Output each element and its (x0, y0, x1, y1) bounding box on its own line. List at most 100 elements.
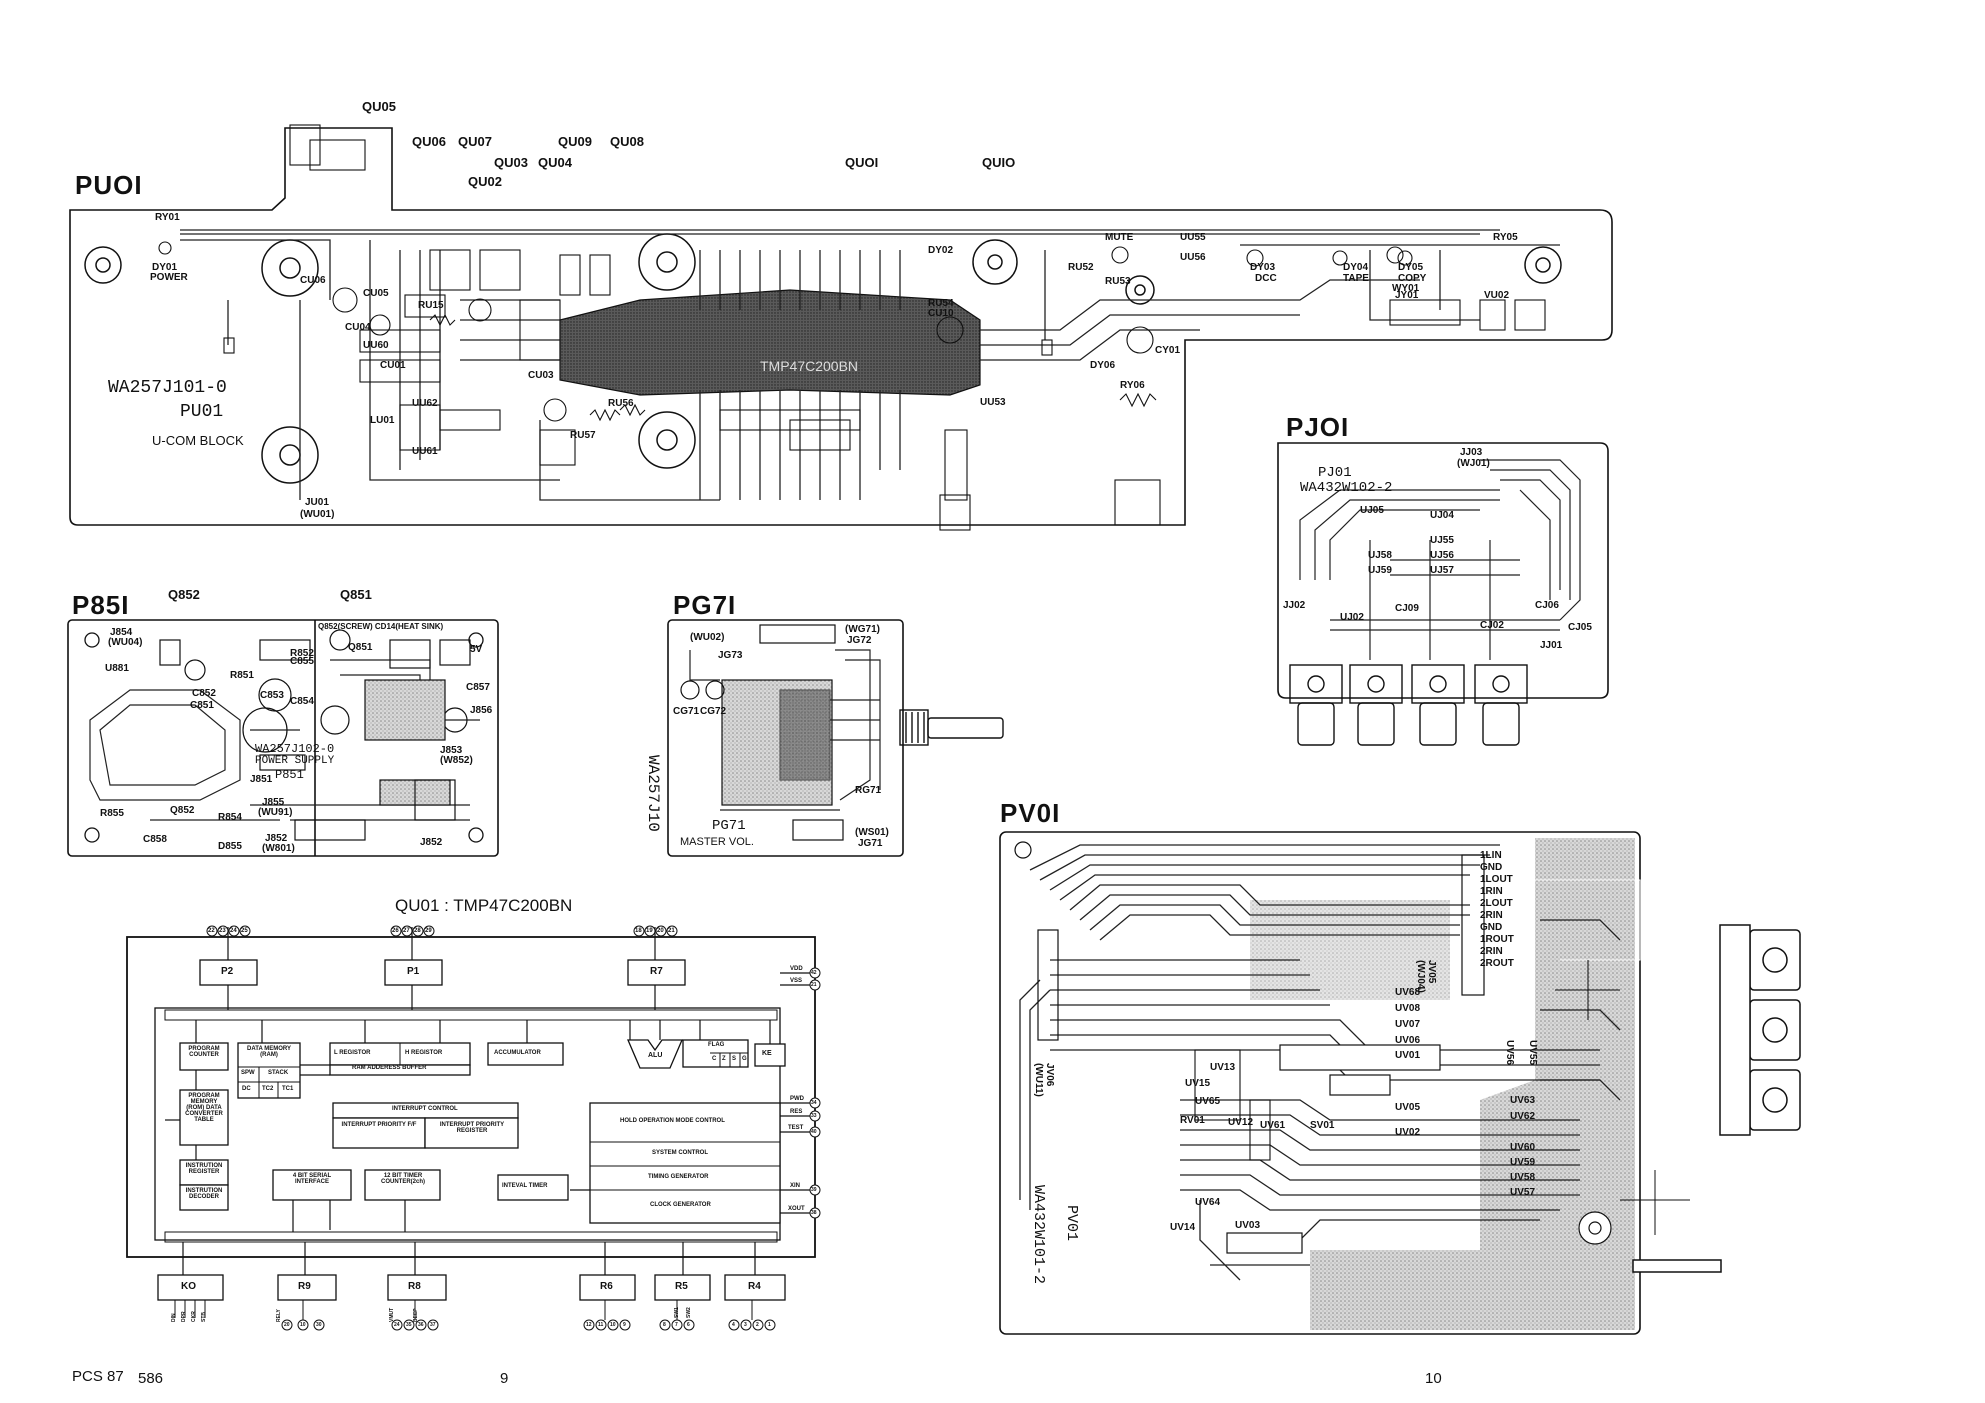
part-label: UJ04 (1430, 510, 1454, 521)
pu01-board (69, 127, 1613, 526)
right-pin: PWD (790, 1096, 804, 1102)
block-stack: STACK (268, 1070, 289, 1076)
part-label: C857 (466, 682, 490, 693)
pin-name: VMUT (389, 1307, 395, 1322)
part-label: UV06 (1395, 1035, 1421, 1046)
pj01-title: PJOI (1286, 412, 1350, 442)
part-label: UJ56 (1430, 550, 1454, 561)
part-label: RU53 (1105, 276, 1131, 287)
block-alu: ALU (648, 1052, 663, 1059)
pj01-board (1277, 442, 1609, 699)
pin-number: 27 (403, 928, 410, 934)
p851-holes (84, 632, 484, 843)
part-label: UV12 (1228, 1117, 1254, 1128)
pj01-rca-jacks (1289, 664, 1528, 746)
block-instruction-decoder: INSTRUTION DECODER (185, 1188, 223, 1200)
pin-number: 24 (394, 1322, 400, 1328)
pin-name: DPR (181, 1311, 187, 1322)
part-label: DY01 (152, 262, 178, 273)
part-label: JV06 (1044, 1063, 1055, 1087)
transistor-label: QU05 (362, 99, 396, 114)
part-label: DY06 (1090, 360, 1116, 371)
pg71-potentiometer-shaft (899, 709, 1004, 746)
part-label: C851 (190, 700, 214, 711)
pg71-traces (689, 649, 881, 811)
pv01-part-number: WA432W101-2 (1030, 1185, 1047, 1285)
block-clock-generator: CLOCK GENERATOR (650, 1202, 711, 1208)
part-label: UU60 (363, 340, 389, 351)
part-label: VU02 (1484, 290, 1510, 301)
part-label: UV55 (1527, 1040, 1538, 1066)
pin-label: GND (1480, 922, 1503, 933)
flag-bit: C (712, 1056, 717, 1062)
part-label: Q852 (170, 805, 195, 816)
right-pin: XOUT (788, 1206, 805, 1212)
right-pin: VDD (790, 966, 803, 972)
part-label: C854 (290, 696, 314, 707)
p851-components (159, 629, 471, 841)
pin-number: 25 (241, 928, 248, 934)
port-r6: R6 (600, 1281, 613, 1292)
part-label: (WG71) (845, 624, 880, 635)
q-label: Q851 (340, 587, 372, 602)
port-r8: R8 (408, 1281, 421, 1292)
pin-number: 11 (598, 1322, 604, 1328)
part-label: RY01 (155, 212, 180, 223)
pin-number: 38 (811, 1210, 817, 1216)
part-label: RG71 (855, 785, 882, 796)
pg71-inner (680, 624, 844, 841)
part-label: RY06 (1120, 380, 1145, 391)
pu01-connector-alt: (WU01) (300, 509, 335, 520)
block-l-register: L REGISTOR (334, 1050, 371, 1056)
part-label: CG71 (673, 706, 700, 717)
part-label: (W801) (262, 843, 295, 854)
part-label: J852 (265, 833, 288, 844)
block-spw: SPW (241, 1070, 255, 1076)
part-label: UV62 (1510, 1111, 1536, 1122)
part-label: UV64 (1195, 1197, 1221, 1208)
part-label: (WU04) (108, 637, 143, 648)
block-h-register: H REGISTOR (405, 1050, 443, 1056)
part-label: JY01 (1395, 290, 1419, 301)
pin-number: 4 (732, 1322, 735, 1328)
pin-name: DIN (171, 1313, 177, 1322)
pin-number: 42 (811, 970, 817, 976)
flag-bit: G (742, 1056, 747, 1062)
pin-label: 1RIN (1480, 886, 1503, 897)
part-label: R854 (218, 812, 242, 823)
pin-number: 39 (811, 1187, 817, 1193)
pin-number: 12 (586, 1322, 592, 1328)
pu01-block-name: U-COM BLOCK (152, 433, 244, 448)
flag-bit: S (732, 1056, 737, 1062)
pu01-part-number: WA257J101-0 (108, 378, 227, 398)
pin-number: 18 (635, 928, 642, 934)
part-label: UJ57 (1430, 565, 1454, 576)
block-tc1: TC1 (282, 1086, 294, 1092)
pin-name: CKR (191, 1311, 197, 1322)
pv01-components (1014, 841, 1722, 1273)
pin-number: 3 (744, 1322, 747, 1328)
part-label: CJ06 (1535, 600, 1559, 611)
block-diagram-boxes (157, 959, 786, 1301)
part-label: J852 (420, 837, 443, 848)
pin-number: 29 (425, 928, 432, 934)
block-diagram-alu (627, 1039, 683, 1069)
part-label: R851 (230, 670, 254, 681)
pin-number: 37 (430, 1322, 436, 1328)
transistor-label: QU06 (412, 134, 446, 149)
footer-page-left: 9 (500, 1370, 509, 1387)
pin-number: 9 (623, 1322, 626, 1328)
part-label: C858 (143, 834, 167, 845)
pin-number: 10 (300, 1322, 306, 1328)
part-label: Q851 (348, 642, 373, 653)
part-label: J854 (110, 627, 133, 638)
block-instruction-register: INSTRUTION REGISTER (185, 1163, 223, 1175)
part-label: JJ01 (1540, 640, 1563, 651)
part-label: MUTE (1105, 232, 1134, 243)
block-ke: KE (762, 1050, 772, 1057)
part-label: CG72 (700, 706, 727, 717)
part-label: CU05 (363, 288, 389, 299)
part-label: COPY (1398, 273, 1427, 284)
part-label: UJ58 (1368, 550, 1392, 561)
